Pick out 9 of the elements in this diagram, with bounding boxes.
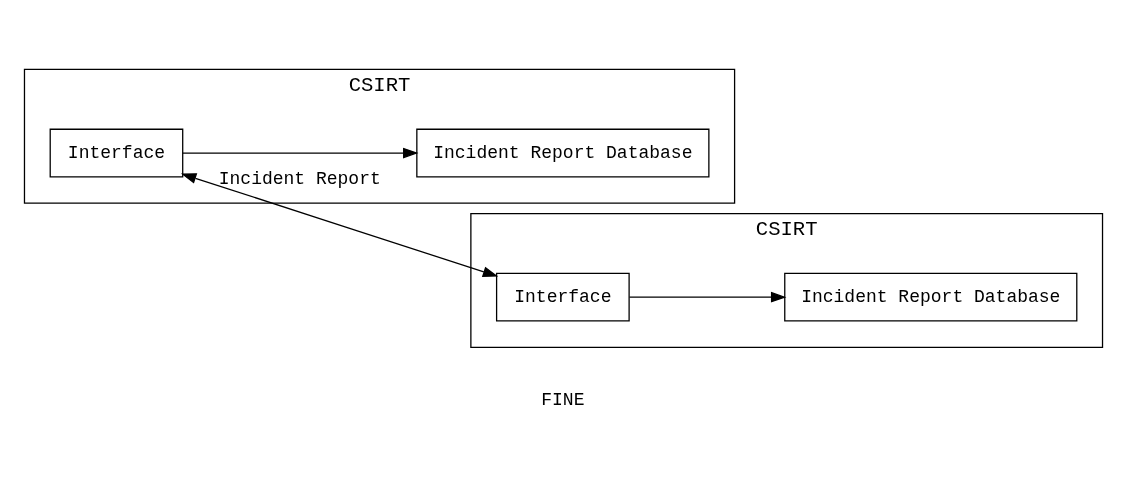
arrow [180,173,499,277]
arrow [628,291,787,303]
node-box: Incident Report Database [784,272,1078,322]
arrow [182,147,419,159]
node-box: Interface [49,128,184,178]
edge-label: Incident Report [218,169,381,190]
node-box: Incident Report Database [416,128,710,178]
label: FINE [541,389,585,410]
node-box: Interface [495,272,630,322]
